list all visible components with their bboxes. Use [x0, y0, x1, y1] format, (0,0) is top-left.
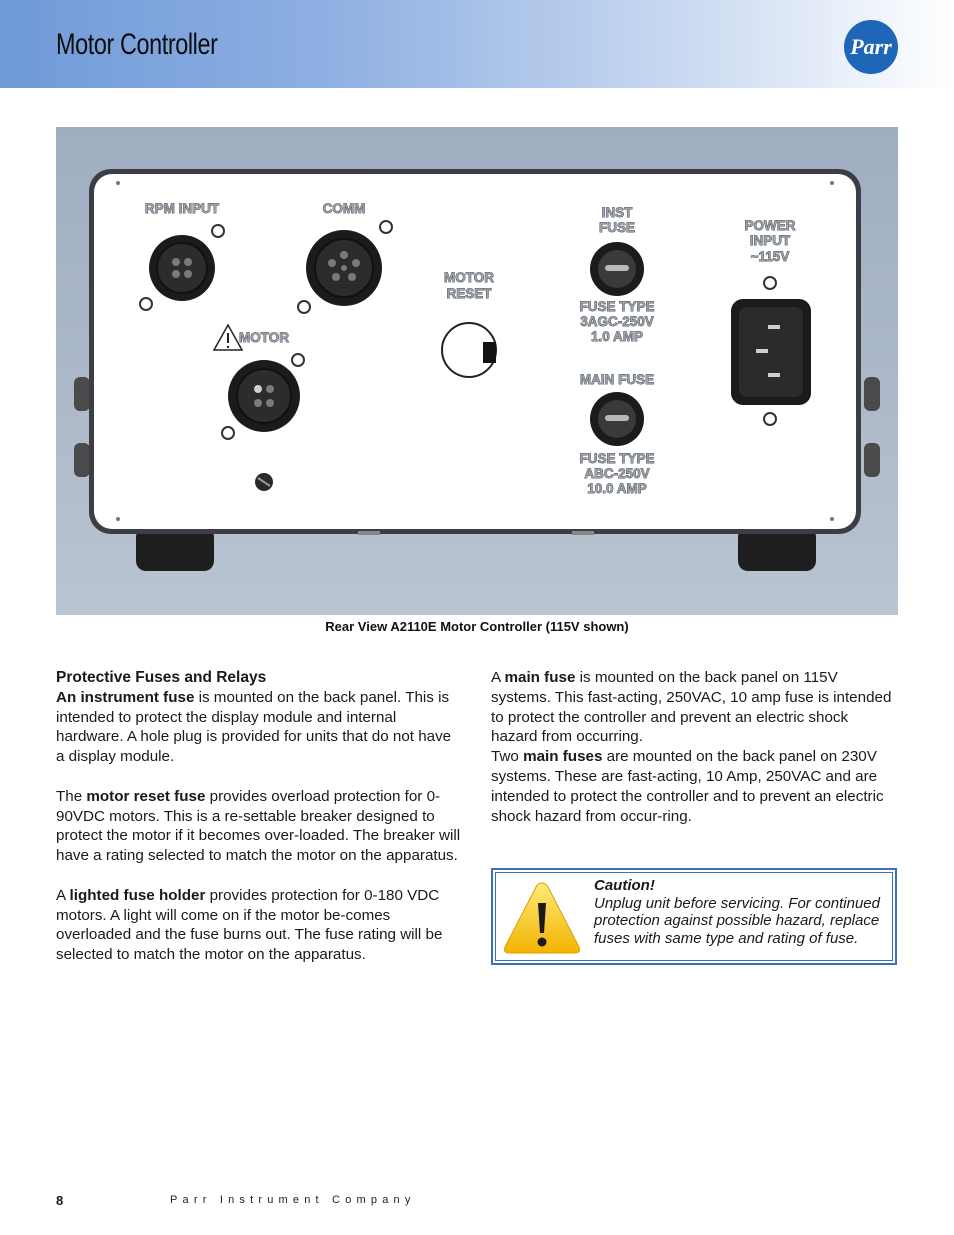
screw-icon: [291, 353, 305, 367]
ground-screw-icon: [255, 473, 273, 491]
paragraph-text: is mounted on the back panel on 115V sys…: [491, 669, 892, 746]
footer-company: Parr Instrument Company: [170, 1194, 416, 1206]
screw-icon: [763, 412, 777, 426]
paragraph-text: Two: [491, 748, 524, 766]
caution-box: Caution! Unplug unit before servicing. F…: [491, 868, 897, 965]
term-instrument-fuse: An instrument fuse: [56, 688, 195, 706]
term-motor-reset-fuse: motor reset fuse: [86, 787, 206, 805]
caution-inner: Caution! Unplug unit before servicing. F…: [495, 872, 893, 961]
paragraph-text: The: [56, 787, 87, 805]
label-rpm-input: RPM INPUT: [145, 201, 220, 216]
label-comm: COMM: [323, 201, 366, 216]
side-knob-icon: [864, 443, 880, 477]
side-knob-icon: [74, 377, 90, 411]
page-title: Motor Controller: [56, 28, 218, 61]
term-lighted-fuse-holder: lighted fuse holder: [69, 886, 206, 904]
paragraph-text: A: [56, 886, 70, 904]
label-fuse-type-a-3: 1.0 AMP: [591, 329, 643, 344]
rear-view-figure: RPM INPUT COMM MOTOR MOTOR RESET INST FU…: [56, 127, 898, 615]
label-fuse-type-b-2: ABC-250V: [584, 466, 649, 481]
label-inst-fuse-2: FUSE: [599, 220, 635, 235]
label-fuse-type-b-3: 10.0 AMP: [587, 481, 647, 496]
caution-warning-icon: [504, 882, 580, 954]
main-fuse-holder-icon: [590, 392, 644, 446]
caution-text: Caution! Unplug unit before servicing. F…: [594, 877, 894, 947]
figure-caption: Rear View A2110E Motor Controller (115V …: [325, 619, 629, 634]
motor-connector-icon: [228, 360, 300, 432]
term-main-fuses: main fuses: [523, 748, 603, 766]
power-inlet-icon: [731, 299, 811, 405]
main-fuses-230v-paragraph: Two main fuses are mounted on the back p…: [491, 747, 896, 826]
label-motor-reset-1: MOTOR: [444, 270, 494, 285]
label-motor: MOTOR: [239, 330, 289, 345]
caution-title: Caution!: [594, 877, 655, 894]
right-column: A main fuse is mounted on the back panel…: [491, 668, 896, 826]
screw-icon: [139, 297, 153, 311]
side-knob-icon: [74, 443, 90, 477]
rpm-input-connector-icon: [149, 235, 215, 301]
paragraph-text: is mounted on the back panel. This is in…: [56, 688, 452, 766]
caution-body: Unplug unit before servicing. For contin…: [594, 894, 880, 947]
instrument-fuse-paragraph: An instrument fuse is mounted on the bac…: [56, 688, 461, 767]
lighted-fuse-holder-paragraph: A lighted fuse holder provides protectio…: [56, 886, 461, 965]
page-number: 8: [56, 1193, 64, 1208]
right-foot: [738, 527, 816, 571]
label-power-3: ~115V: [751, 249, 790, 264]
motor-reset-fuse-paragraph: The motor reset fuse provides overload p…: [56, 787, 461, 866]
main-fuse-paragraph: A main fuse is mounted on the back panel…: [491, 668, 896, 747]
parr-logo-icon: Parr: [844, 20, 898, 74]
paragraph-text: provides protection for 0-180 VDC motors…: [56, 886, 443, 964]
left-foot: [136, 527, 214, 571]
label-fuse-type-a-2: 3AGC-250V: [580, 314, 654, 329]
left-column: Protective Fuses and Relays An instrumen…: [56, 668, 461, 965]
section-heading: Protective Fuses and Relays: [56, 669, 267, 686]
comm-connector-icon: [306, 230, 382, 306]
side-knob-icon: [864, 377, 880, 411]
paragraph-text: provides overload protection for 0-90VDC…: [56, 787, 461, 865]
rear-panel-illustration: RPM INPUT COMM MOTOR MOTOR RESET INST FU…: [56, 127, 898, 615]
label-main-fuse: MAIN FUSE: [580, 372, 654, 387]
label-power-1: POWER: [744, 218, 795, 233]
paragraph-text: are mounted on the back panel on 230V sy…: [491, 748, 884, 825]
page-header: Motor Controller Parr: [0, 0, 954, 88]
label-fuse-type-b-1: FUSE TYPE: [579, 451, 654, 466]
screw-icon: [379, 220, 393, 234]
label-power-2: INPUT: [750, 233, 791, 248]
term-main-fuse: main fuse: [504, 669, 576, 686]
screw-icon: [297, 300, 311, 314]
label-inst-fuse-1: INST: [602, 205, 634, 220]
warning-triangle-icon: [212, 323, 244, 351]
screw-icon: [211, 224, 225, 238]
screw-icon: [763, 276, 777, 290]
paragraph-text: A: [491, 669, 505, 686]
logo-text: Parr: [850, 34, 892, 59]
inst-fuse-holder-icon: [590, 242, 644, 296]
label-motor-reset-2: RESET: [446, 286, 492, 301]
motor-reset-breaker-icon: [441, 322, 497, 378]
label-fuse-type-a-1: FUSE TYPE: [579, 299, 654, 314]
screw-icon: [221, 426, 235, 440]
